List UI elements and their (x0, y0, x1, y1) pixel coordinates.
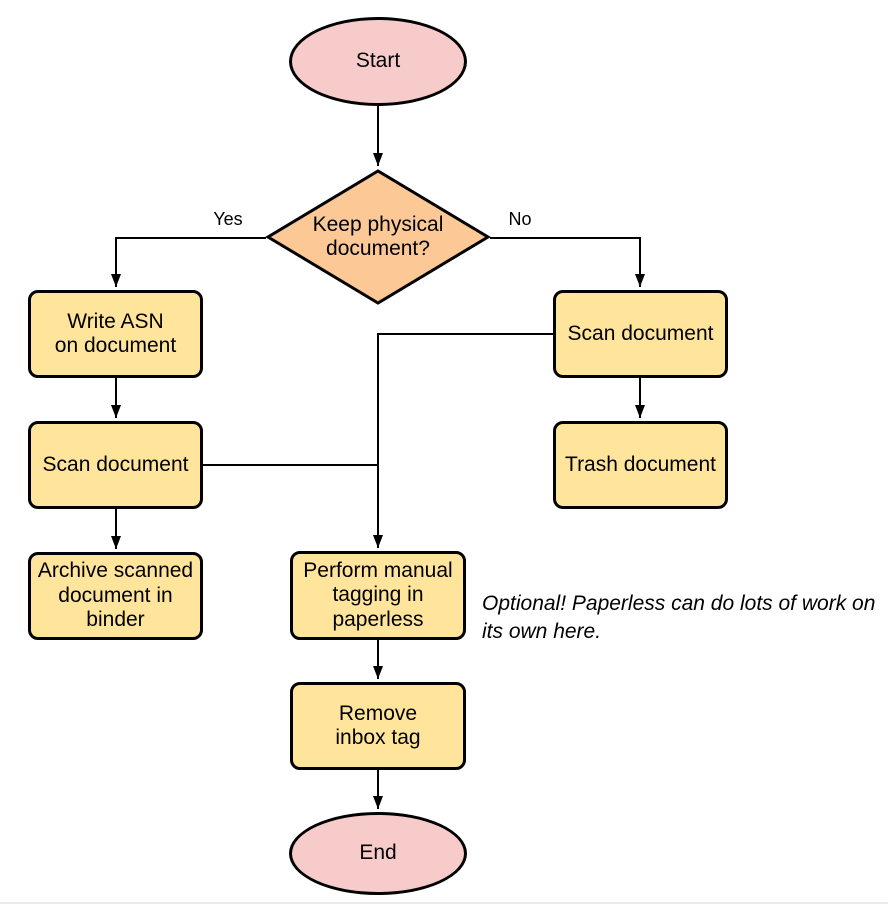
node-scan-keep-label: Scan document (42, 452, 189, 476)
note-optional-paperless: Optional! Paperless can do lots of work … (482, 592, 876, 644)
node-scan-toss-label: Scan document (567, 321, 714, 345)
node-write-asn-label: Write ASN on document (54, 309, 177, 357)
node-remove-tag-label: Remove inbox tag (335, 701, 421, 749)
node-decision-label: Keep physical document? (312, 212, 444, 260)
node-decision-keep-physical-document: Keep physical document? (265, 169, 491, 305)
edge-label-no: No (508, 209, 532, 229)
node-write-asn-on-document: Write ASN on document (28, 290, 203, 378)
node-trash-label: Trash document (565, 452, 716, 476)
node-end-label: End (359, 841, 397, 865)
edge-label-yes: Yes (213, 209, 243, 229)
node-start-label: Start (355, 49, 401, 73)
node-tagging-label: Perform manual tagging in paperless (303, 558, 453, 631)
node-archive-scanned-document: Archive scanned document in binder (28, 552, 203, 640)
node-archive-label: Archive scanned document in binder (37, 559, 194, 632)
node-scan-document-keep: Scan document (28, 421, 203, 509)
node-trash-document: Trash document (553, 421, 728, 509)
node-perform-manual-tagging: Perform manual tagging in paperless (290, 551, 466, 640)
decision-diamond-shape (265, 169, 491, 305)
node-remove-inbox-tag: Remove inbox tag (290, 682, 466, 770)
edge-decision-yes (111, 237, 266, 287)
bottom-rule (0, 902, 888, 904)
node-scan-document-toss: Scan document (553, 290, 728, 378)
edge-decision-no (490, 237, 645, 287)
node-start: Start (289, 17, 467, 106)
node-end: End (289, 812, 467, 895)
edge-scantoss-tagging (373, 333, 553, 548)
